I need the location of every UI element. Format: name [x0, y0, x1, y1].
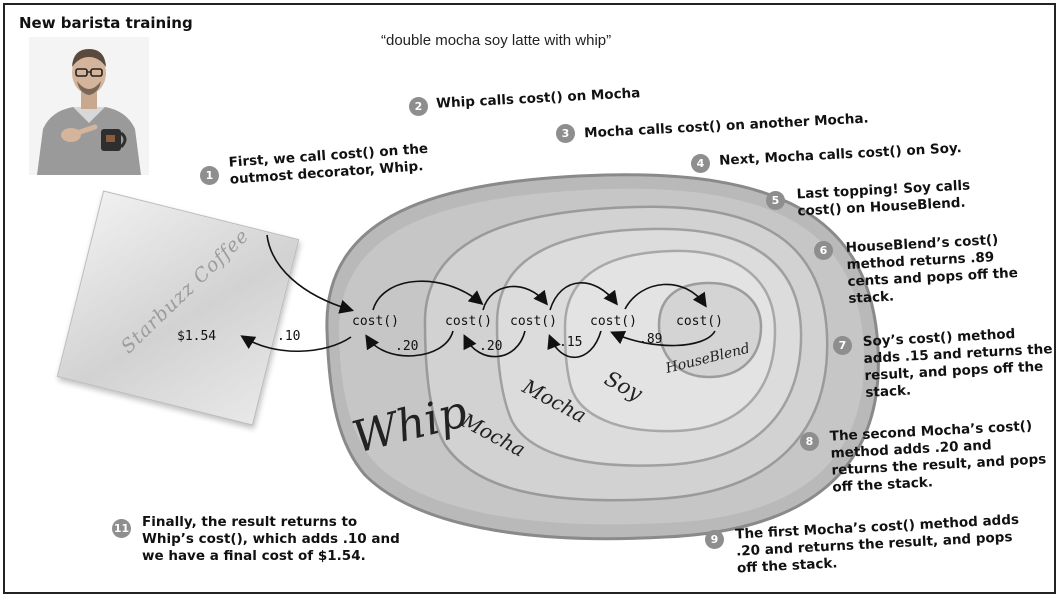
cost-call-whip: cost() [352, 314, 399, 329]
step-badge-1: 1 [200, 166, 219, 185]
step-badge-9: 9 [705, 530, 724, 549]
step-text-11: Finally, the result returns to Whip’s co… [142, 514, 400, 564]
step-badge-8: 8 [800, 432, 819, 451]
cost-call-houseblend: cost() [676, 314, 723, 329]
call-arrows [266, 234, 707, 314]
final-cost: $1.54 [177, 329, 216, 344]
barista-illustration [29, 37, 149, 175]
page-title: New barista training [19, 14, 193, 32]
decorator-diagram: Whip Mocha Mocha Soy HouseBlend cost() c… [177, 173, 880, 541]
step-text-8: The second Mocha’s cost() method adds .2… [829, 418, 1047, 496]
step-badge-11: 11 [112, 519, 131, 538]
cost-call-soy: cost() [590, 314, 637, 329]
return-soy: .15 [559, 335, 582, 350]
diagram-frame: New barista training “double mocha soy l… [3, 3, 1056, 594]
step-badge-6: 6 [814, 241, 833, 260]
return-whip: .10 [277, 329, 300, 344]
step-text-6: HouseBlend’s cost() method returns .89 c… [845, 232, 1019, 307]
step-badge-2: 2 [409, 97, 428, 116]
step-badge-3: 3 [556, 124, 575, 143]
step-text-7: Soy’s cost() method adds .15 and returns… [862, 326, 1053, 401]
step-badge-5: 5 [766, 191, 785, 210]
order-quote: “double mocha soy latte with whip” [381, 32, 612, 49]
return-arrows [240, 330, 716, 359]
ring-houseblend [657, 281, 763, 379]
step-badge-4: 4 [691, 154, 710, 173]
step-badge-7: 7 [833, 336, 852, 355]
return-mocha-2: .20 [479, 339, 502, 354]
cost-call-mocha-2: cost() [510, 314, 557, 329]
return-mocha-1: .20 [395, 339, 418, 354]
cost-call-mocha-1: cost() [445, 314, 492, 329]
